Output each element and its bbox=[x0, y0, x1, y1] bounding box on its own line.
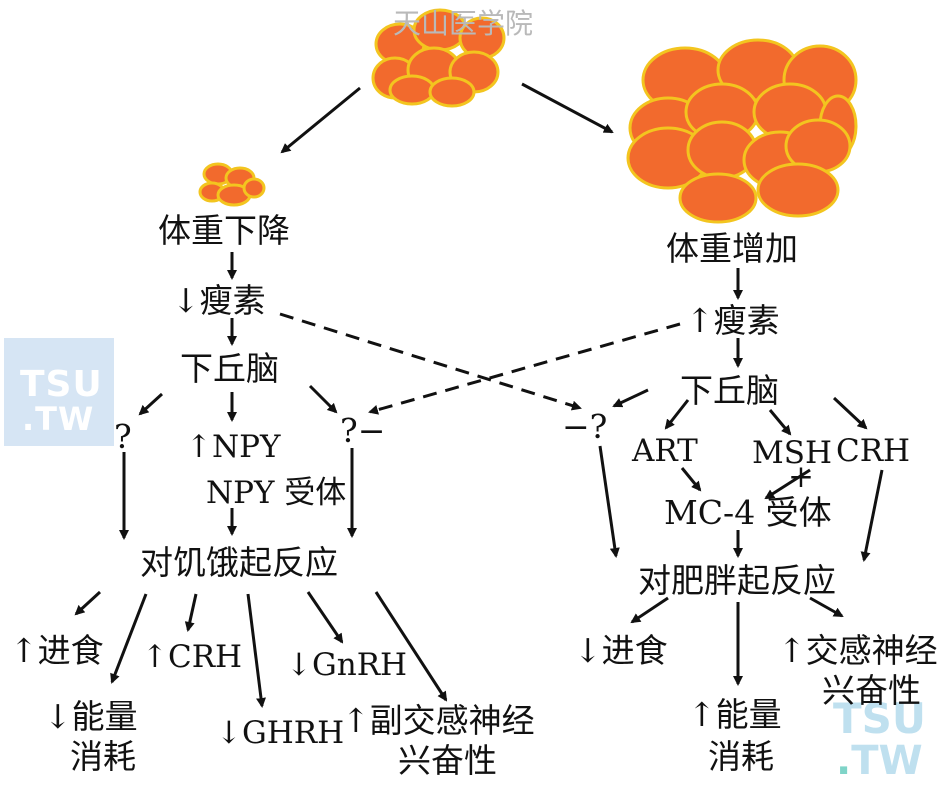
leptin-increase-label: ↑瘦素 bbox=[686, 301, 780, 340]
gnrh-decrease-label: ↓GnRH bbox=[286, 647, 408, 683]
obesity-response-label: 对肥胖起反应 bbox=[638, 561, 836, 600]
left-unknown-factor-1: ? bbox=[114, 417, 132, 456]
npy-increase-label: ↑NPY bbox=[186, 429, 281, 465]
watermark-corner-line1: TSU bbox=[833, 694, 927, 743]
right-arrows bbox=[598, 268, 884, 686]
large-fat-cell-cluster bbox=[626, 38, 858, 224]
top-fat-cell-cluster bbox=[371, 8, 506, 108]
parasympathetic-label-line2: 兴奋性 bbox=[398, 741, 497, 780]
watermark-box bbox=[4, 338, 114, 446]
hunger-response-label: 对饥饿起反应 bbox=[140, 543, 338, 582]
sympathetic-label-line1: ↑交感神经 bbox=[778, 631, 938, 670]
watermark-corner-line2: .TW bbox=[836, 738, 923, 784]
energy-increase-label-line1: ↑能量 bbox=[688, 695, 782, 734]
arrow-to-weight-gain bbox=[521, 82, 614, 134]
left-unknown-factor-2: ?− bbox=[340, 411, 386, 450]
mc4-receptor-label: MC-4 受体 bbox=[664, 493, 832, 532]
crh-increase-label: ↑CRH bbox=[142, 639, 243, 675]
right-unknown-factor: −? bbox=[562, 407, 608, 446]
watermark-top: 天山医学院 bbox=[393, 7, 534, 40]
weight-gain-label: 体重增加 bbox=[666, 229, 798, 268]
energy-decrease-label-line2: 消耗 bbox=[70, 737, 136, 776]
sympathetic-label-line2: 兴奋性 bbox=[822, 671, 921, 710]
weight-loss-label: 体重下降 bbox=[158, 211, 290, 250]
leptin-decrease-label: ↓瘦素 bbox=[172, 281, 266, 320]
parasympathetic-label-line1: ↑副交感神经 bbox=[342, 701, 535, 740]
intake-decrease-label: ↓进食 bbox=[574, 631, 668, 670]
energy-decrease-label-line1: ↓能量 bbox=[44, 697, 138, 736]
art-label: ART bbox=[632, 433, 698, 469]
watermark-box-line2: .TW bbox=[22, 400, 95, 438]
msh-plus-sign: + bbox=[788, 459, 814, 495]
energy-increase-label-line2: 消耗 bbox=[708, 737, 774, 776]
arrow-to-weight-loss bbox=[280, 86, 361, 154]
dashed-crossing-arrows bbox=[279, 312, 681, 415]
watermark-box-line1: TSU bbox=[20, 364, 103, 405]
msh-label: MSH bbox=[752, 435, 833, 471]
ghrh-decrease-label: ↓GHRH bbox=[216, 715, 345, 751]
intake-increase-label: ↑进食 bbox=[10, 631, 104, 670]
watermark-corner-dot: . bbox=[836, 738, 852, 784]
npy-receptor-label: NPY 受体 bbox=[206, 475, 347, 511]
small-fat-cell-cluster bbox=[198, 162, 266, 207]
left-hypothalamus-label: 下丘脑 bbox=[180, 349, 279, 388]
watermark-corner-text: TW bbox=[851, 738, 923, 784]
left-arrows bbox=[74, 252, 448, 708]
right-hypothalamus-label: 下丘脑 bbox=[680, 371, 779, 410]
crh-label: CRH bbox=[836, 433, 911, 469]
